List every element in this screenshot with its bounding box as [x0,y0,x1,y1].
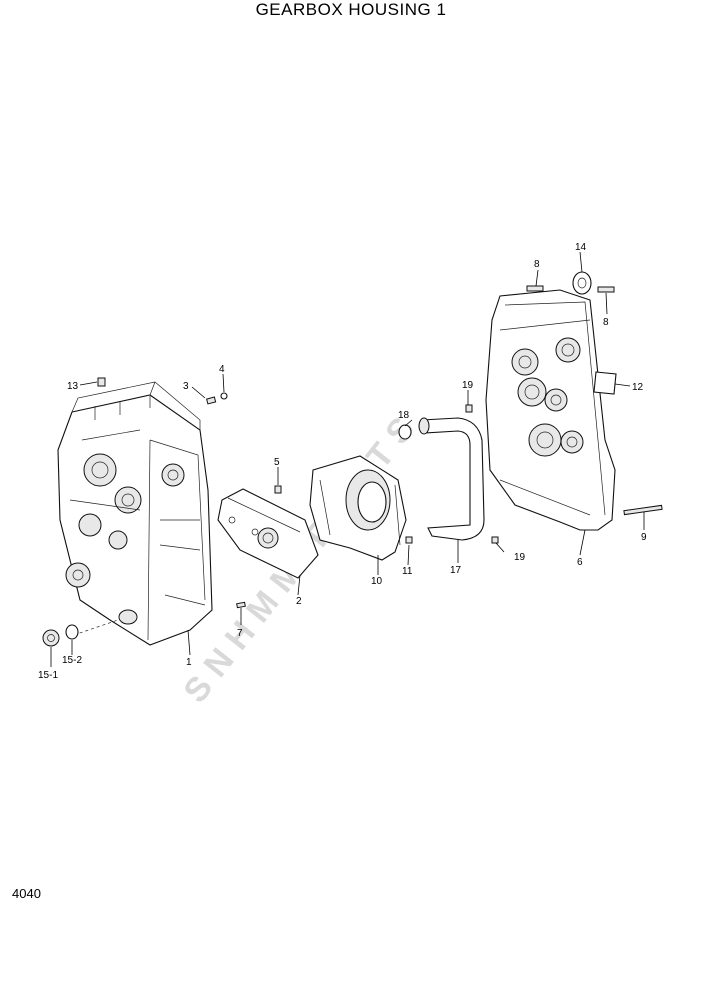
screw-part-11[interactable] [405,536,413,544]
rear-housing-part-6[interactable] [485,289,616,531]
screw-part-19-top[interactable] [465,404,473,413]
callout-15-2: 15-2 [62,655,82,666]
callout-11: 11 [402,566,413,577]
ring-part-4[interactable] [220,392,228,400]
callout-12: 12 [632,382,644,393]
callout-14: 14 [575,242,587,253]
callout-10: 10 [371,576,383,587]
screw-part-5[interactable] [274,485,282,494]
shroud-part-10[interactable] [309,455,407,561]
o-ring-part-18[interactable] [398,424,412,440]
plate-part-12[interactable] [593,371,617,395]
callout-3: 3 [183,381,189,392]
callout-2: 2 [296,596,302,607]
callout-15-1: 15-1 [38,670,58,681]
bolt-part-9[interactable] [623,504,663,516]
breather-plug-part-13[interactable] [97,377,106,387]
callout-17: 17 [450,565,462,576]
callout-8-right: 8 [603,317,609,328]
nut-part-15-1[interactable] [42,629,60,647]
pin-part-3[interactable] [206,396,217,405]
callout-4: 4 [219,364,225,375]
callout-18: 18 [398,410,410,421]
gearbox-housing-part-1[interactable] [57,381,213,646]
page-number: 4040 [12,886,41,901]
callout-7: 7 [237,628,243,639]
callout-9: 9 [641,532,647,543]
callout-1: 1 [186,657,192,668]
screw-part-19-bottom[interactable] [491,536,499,544]
cover-part-14[interactable] [572,271,592,295]
screw-part-8-right[interactable] [597,286,615,293]
screw-part-8-top[interactable] [526,285,544,292]
callout-19-bottom: 19 [514,552,526,563]
callout-19-top: 19 [462,380,474,391]
callout-5: 5 [274,457,280,468]
callout-13: 13 [67,381,79,392]
cover-plate-part-2[interactable] [217,488,319,579]
callout-6: 6 [577,557,583,568]
o-ring-part-15-2[interactable] [65,624,79,640]
callout-8-top: 8 [534,259,540,270]
page-title: GEARBOX HOUSING 1 [255,0,447,19]
pipe-part-17[interactable] [418,417,485,541]
pin-part-7[interactable] [236,601,246,609]
leader-lines [50,251,645,667]
